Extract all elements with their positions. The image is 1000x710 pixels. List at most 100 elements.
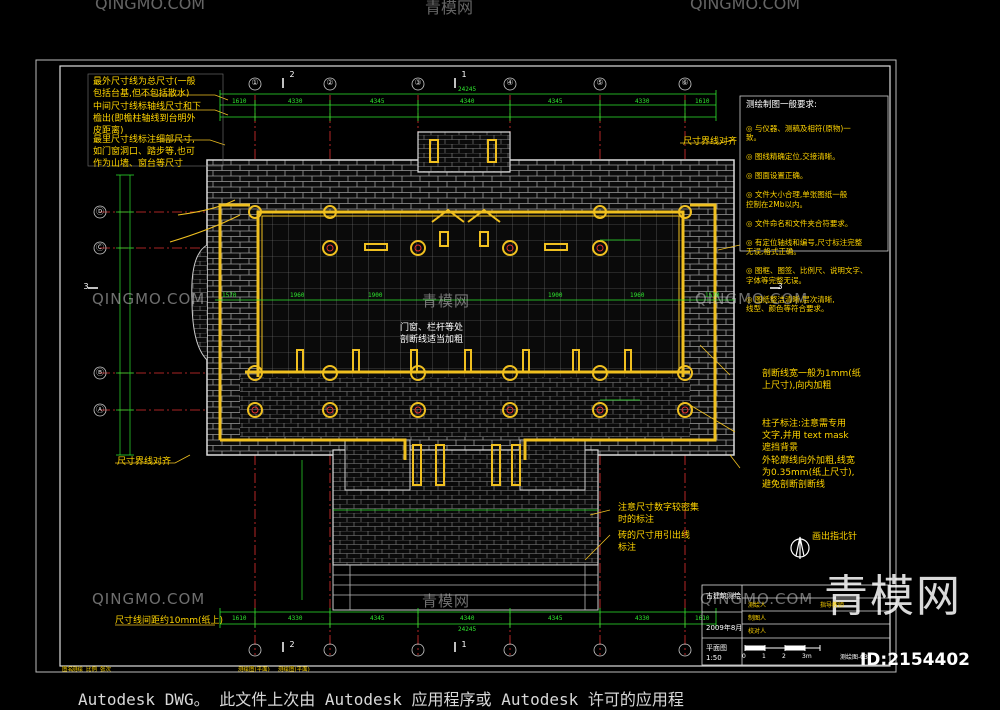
leader-lines <box>115 94 741 626</box>
dim-bottom: 1610 <box>695 615 710 622</box>
dim-top: 4340 <box>460 98 475 105</box>
dim-mid: 1900 <box>368 292 383 299</box>
bottom-label: 测绘 <box>72 667 84 673</box>
dim-bottom: 4330 <box>635 615 650 622</box>
watermark-top-3: QINGMO.COM <box>690 0 801 13</box>
axis-letter: Ⓑ <box>96 368 104 377</box>
notes-box <box>739 95 889 252</box>
section-mark: 1 <box>461 70 467 79</box>
note-middle-dim: 中间尺寸线标轴线尺寸和下 檐出(即檐柱轴线到台明外 皮距离) <box>93 102 202 136</box>
sheet-border-inner <box>59 65 891 667</box>
left-curved-wall <box>191 244 208 361</box>
dimension-lines <box>119 93 735 625</box>
title-plan: 平面图 <box>706 644 727 652</box>
axis-number: ③ <box>414 78 422 87</box>
dim-top: 1610 <box>695 98 710 105</box>
scale-tick: 3m <box>802 653 812 660</box>
title-row: 校对人 <box>748 628 767 635</box>
logo-watermark: 青模网 <box>824 571 962 622</box>
wall-inner-lines <box>169 199 680 373</box>
scale-tick: 1 <box>762 653 766 660</box>
dim-total-bottom: 24245 <box>458 626 477 633</box>
note-cut-line: 剖断线宽一般为1mm(纸 上尺寸),向内加粗 <box>762 369 861 391</box>
north-arrow <box>790 536 810 559</box>
altar-motifs <box>364 139 568 251</box>
sheet-border-outer <box>35 59 897 673</box>
note-inner-dim: 最里尺寸线标注细部尺寸, 如门窗洞口、踏步等,也可 作为山墙、窗台等尺寸 <box>93 135 195 169</box>
notes-item: ◎ 有定位轴线和编号,尺寸标注完整 无误,格式正确。 <box>746 237 863 257</box>
note-brick: 砖的尺寸用引出线 标注 <box>618 531 691 553</box>
rear-projection <box>417 131 511 173</box>
porch-floor <box>240 377 690 437</box>
title-number: 测绘图-03 <box>840 654 868 661</box>
dim-bottom: 4330 <box>288 615 303 622</box>
title-row: 指导教师 <box>820 602 845 609</box>
notes-item: ◎ 图框、图签、比例尺、说明文字、 字体等完整无误。 <box>746 266 868 285</box>
scale-ratio: 1:50 <box>706 654 722 662</box>
bottom-label: 图名 <box>62 667 74 673</box>
note-dim-align-right: 尺寸界线对齐 <box>683 137 738 147</box>
side-stair-right <box>519 439 586 491</box>
bottom-center-label: 测绘图(平面) <box>278 667 310 673</box>
notes-item: ◎ 图面设置正确。 <box>746 171 808 180</box>
section-mark: 2 <box>289 640 295 649</box>
section-mark: 2 <box>289 70 295 79</box>
section-mark: 3 <box>83 282 89 291</box>
front-steps <box>332 564 599 611</box>
bottom-label: 张次 <box>100 667 112 673</box>
title-block <box>701 584 891 666</box>
scale-tick: 0 <box>742 653 746 660</box>
axis-number: ④ <box>506 78 514 87</box>
title-date: 2009年8月 <box>706 624 743 632</box>
section-mark: 3 <box>777 282 783 291</box>
notes-item: ◎ 图线精确定位,交接清晰。 <box>746 152 840 161</box>
axis-number: ② <box>326 78 334 87</box>
dim-bottom: 4345 <box>548 615 563 622</box>
note-column: 柱子标注:注意需专用 文字,并用 text mask 遮挡背景 <box>762 419 849 453</box>
dim-bottom: 4340 <box>460 615 475 622</box>
dim-mid: 1900 <box>548 292 563 299</box>
section-marks <box>88 78 780 652</box>
north-arrow-label: 画出指北针 <box>812 532 858 542</box>
autodesk-footer-notice: Autodesk DWG。 此文件上次由 Autodesk 应用程序或 Auto… <box>78 690 684 709</box>
axis-number: ⑥ <box>681 78 689 87</box>
notes-item: ◎ 图纸整洁清晰,层次清晰, 线型、颜色等符合要求。 <box>746 294 835 314</box>
title-row: 制图人 <box>748 615 767 622</box>
axis-letter: Ⓒ <box>96 243 104 252</box>
note-dim-text: 注意尺寸数字较密集 时的标注 <box>618 503 700 525</box>
image-id-label: ID:2154402 <box>859 650 970 670</box>
dim-bottom: 4345 <box>370 615 385 622</box>
door-posts <box>296 349 632 486</box>
notes-item: ◎ 文件大小合理,单张图纸一般 控制在2Mb以内。 <box>746 190 848 209</box>
dim-top: 4345 <box>548 98 563 105</box>
note-center: 门窗、栏杆等处 剖断线适当加粗 <box>400 323 464 345</box>
axis-number: ⑤ <box>596 78 604 87</box>
watermark-top-1: QINGMO.COM <box>95 0 206 13</box>
bottom-center-label: 测绘图(平面) <box>238 667 270 673</box>
notes-list: ◎ 与仪器、测稿及相符(原物)一 致。 ◎ 图线精确定位,交接清晰。 ◎ 图面设… <box>746 114 886 323</box>
dim-top: 1610 <box>232 98 247 105</box>
axis-number: ① <box>251 78 259 87</box>
notes-item: ◎ 与仪器、测稿及相符(原物)一 致。 <box>746 123 851 143</box>
columns <box>247 205 693 418</box>
note-dim-align-left: 尺寸界线对齐 <box>117 457 172 467</box>
section-mark: 1 <box>461 640 467 649</box>
axis-letter: Ⓓ <box>96 207 104 216</box>
dim-mid: 1570 <box>705 292 720 299</box>
bottom-label: 比例 <box>86 667 98 673</box>
scale-bar <box>744 645 821 651</box>
dim-top: 4330 <box>288 98 303 105</box>
watermark-top-2: 青模网 <box>425 0 474 17</box>
dim-mid: 1960 <box>630 292 645 299</box>
dim-top: 4330 <box>635 98 650 105</box>
dim-total-top: 24245 <box>458 86 477 93</box>
dim-mid: 1570 <box>222 292 237 299</box>
notes-item: ◎ 文件命名和文件夹合符要求。 <box>746 218 853 228</box>
note-outline: 外轮廓线向外加粗,线宽 为0.35mm(纸上尺寸), 避免剖断剖断线 <box>762 456 855 490</box>
scale-tick: 2 <box>782 653 786 660</box>
note-dim-spacing: 尺寸线间距约10mm(纸上) <box>115 616 224 626</box>
notes-title: 测绘制图一般要求: <box>746 100 817 110</box>
axis-bubbles <box>93 77 692 657</box>
dim-mid: 1960 <box>290 292 305 299</box>
